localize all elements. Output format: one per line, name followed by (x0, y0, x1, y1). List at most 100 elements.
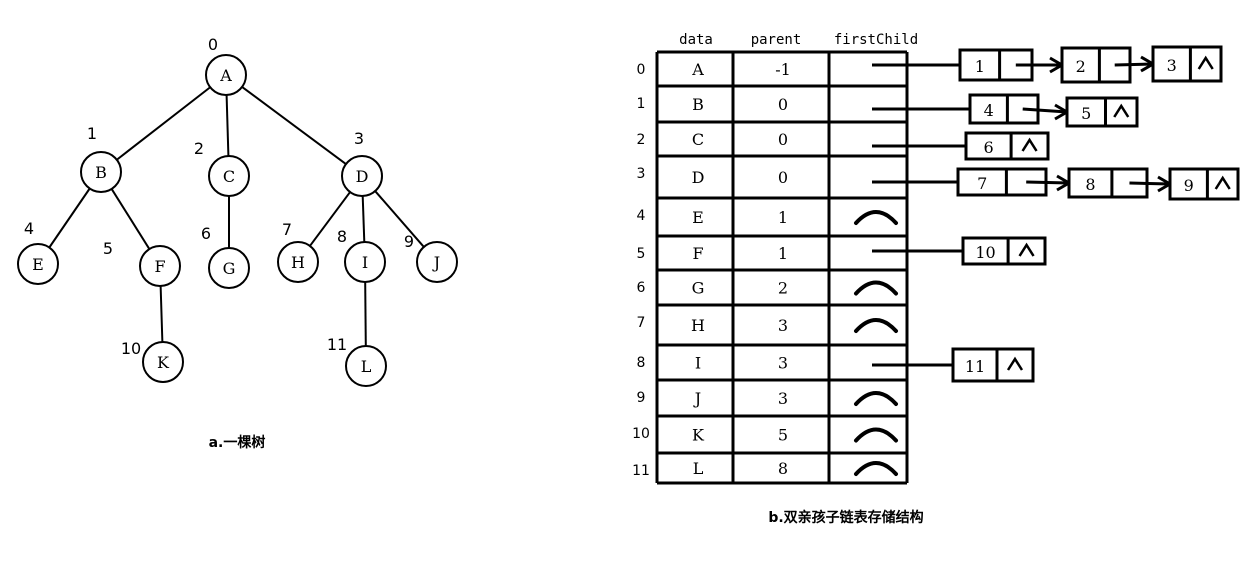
child-node-1: 1 (958, 48, 1065, 82)
row-index: 4 (637, 208, 646, 224)
null-caret-icon: ^ (854, 461, 898, 476)
next-pointer-line (1114, 62, 1154, 67)
row-index: 5 (637, 246, 646, 262)
tree-node-label: G (223, 259, 236, 278)
tree-node-index: 7 (282, 220, 292, 239)
child-node-label: 1 (975, 57, 985, 76)
tree-node-circle (208, 247, 250, 289)
tree-node-j: J9 (404, 232, 458, 283)
row-index: 3 (637, 166, 646, 182)
tree-node-index: 3 (354, 129, 364, 148)
table-headers: data parent firstChild (679, 32, 918, 48)
child-node-label: 3 (1167, 56, 1177, 75)
row-index: 10 (632, 426, 650, 442)
null-caret-icon: ^ (1214, 175, 1231, 190)
null-caret-path (1018, 242, 1035, 257)
tree-node-label: L (361, 357, 372, 376)
tree-node-e: E4 (17, 219, 59, 285)
child-node-label: 9 (1184, 176, 1194, 195)
null-caret-path (854, 391, 898, 406)
table-row-3: 3 D 0 (637, 166, 789, 187)
child-list-row-5: 10^ (872, 236, 1047, 266)
tree-node-index: 5 (103, 239, 113, 258)
null-caret-label: ^ (876, 439, 877, 442)
tree-edge-b-f (110, 188, 151, 250)
row-parent-value: 8 (778, 459, 788, 478)
child-node-8: 8 (1067, 167, 1173, 199)
row-index: 7 (637, 315, 646, 331)
tree-node-circle (80, 151, 122, 193)
tree-edge-a-c (225, 94, 230, 157)
tree-node-circle (344, 241, 386, 283)
table-grid (655, 50, 909, 485)
null-caret-icon: ^ (854, 280, 898, 296)
null-caret-label: ^ (876, 221, 877, 224)
tree-node-index: 1 (87, 124, 97, 143)
tree-edges (48, 86, 425, 347)
null-caret-path (1006, 356, 1024, 371)
null-caret-icon: ^ (854, 391, 898, 406)
null-caret-path (854, 210, 898, 225)
null-caret-icon: ^ (854, 210, 898, 225)
child-node-6: 6^ (964, 131, 1050, 161)
tree-node-index: 4 (24, 219, 34, 238)
child-node-label: 6 (983, 138, 993, 157)
null-caret-icon: ^ (854, 427, 898, 443)
tree-node-circle (341, 155, 383, 197)
null-caret-label: ^ (876, 402, 877, 405)
row-parent-value: 1 (778, 208, 788, 227)
child-node-10: 10^ (961, 236, 1047, 266)
tree-node-f: F5 (103, 239, 181, 287)
tree-node-index: 6 (201, 224, 211, 243)
null-caret-label: ^ (876, 472, 877, 475)
row-index: 6 (637, 280, 646, 296)
tree-node-circle (205, 54, 247, 96)
tree-node-label: I (362, 253, 368, 272)
null-caret-icon: ^ (1113, 103, 1130, 118)
null-caret-icon: ^ (1197, 55, 1214, 70)
tree-edge-d-h (309, 191, 351, 247)
row-parent-value: 5 (778, 426, 788, 445)
table-row-6: 6 G 2 ^ (637, 279, 898, 298)
row-index: 9 (637, 390, 646, 406)
tree-node-circle (416, 241, 458, 283)
null-caret-path (1021, 137, 1038, 152)
null-caret-icon: ^ (1006, 356, 1024, 371)
row-data-value: G (692, 279, 705, 298)
child-node-label: 10 (975, 243, 995, 262)
row-index: 0 (637, 62, 646, 78)
child-node-7: 7 (956, 167, 1072, 197)
tree-edge-f-k (159, 285, 164, 343)
child-node-4: 4 (968, 93, 1070, 125)
tree-node-index: 9 (404, 232, 414, 251)
tree-node-g: G6 (201, 224, 250, 289)
tree-node-circle (139, 245, 181, 287)
null-caret-icon: ^ (854, 318, 898, 333)
null-caret-label: ^ (876, 292, 877, 295)
child-node-2: 2 (1060, 46, 1156, 84)
child-node-label: 4 (984, 101, 994, 120)
row-data-value: H (691, 316, 705, 335)
null-caret-label: ^ (876, 329, 877, 332)
child-node-box (961, 236, 1047, 266)
header-parent: parent (751, 32, 802, 48)
child-node-box (964, 131, 1050, 161)
tree-node-c: C2 (194, 139, 250, 197)
row-parent-value: 0 (778, 130, 788, 149)
row-parent-value: 0 (778, 168, 788, 187)
tree-node-index: 11 (327, 335, 347, 354)
child-node-3: 3^ (1151, 45, 1223, 83)
row-index: 11 (632, 463, 650, 479)
row-data-value: D (692, 168, 705, 187)
row-parent-value: 2 (778, 279, 788, 298)
child-list-row-2: 6^ (872, 131, 1050, 161)
row-parent-value: 1 (778, 244, 788, 263)
child-node-box (1060, 46, 1132, 84)
child-node-label: 8 (1085, 175, 1095, 194)
